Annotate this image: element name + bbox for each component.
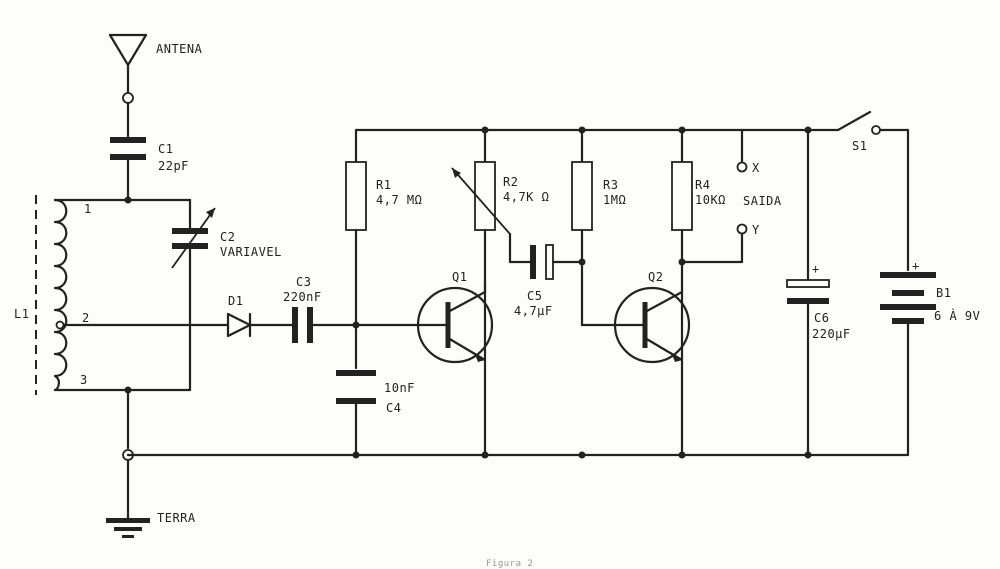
c4-name: C4 bbox=[386, 401, 401, 415]
r3-name: R3 bbox=[603, 178, 618, 192]
c2-name: C2 bbox=[220, 230, 235, 244]
c3-value: 220nF bbox=[283, 290, 322, 304]
ground-rail bbox=[122, 449, 910, 461]
b1-plus: + bbox=[912, 259, 920, 273]
c6-plus: + bbox=[812, 262, 820, 276]
tap-1-label: 1 bbox=[84, 202, 92, 216]
positive-rail bbox=[354, 126, 812, 134]
r1-value: 4,7 MΩ bbox=[376, 193, 422, 207]
output-label: SAIDA bbox=[743, 194, 782, 208]
ground-label: TERRA bbox=[157, 511, 196, 525]
antenna-symbol bbox=[108, 33, 148, 140]
resistor-r1 bbox=[345, 128, 367, 370]
c1-name: C1 bbox=[158, 142, 173, 156]
transistor-q1 bbox=[416, 280, 494, 364]
q1-label: Q1 bbox=[452, 270, 467, 284]
c6-name: C6 bbox=[814, 311, 829, 325]
capacitor-c4 bbox=[336, 370, 376, 457]
r4-name: R4 bbox=[695, 178, 710, 192]
capacitor-c5 bbox=[530, 244, 586, 280]
transistor-q2 bbox=[613, 286, 691, 364]
c6-value: 220μF bbox=[812, 327, 851, 341]
c3-name: C3 bbox=[296, 275, 311, 289]
capacitor-c1 bbox=[110, 137, 146, 202]
c5-name: C5 bbox=[527, 289, 542, 303]
capacitor-c6 bbox=[786, 128, 830, 457]
output-terminal-x bbox=[736, 128, 748, 173]
resistor-r3 bbox=[571, 128, 632, 327]
r2-value: 4,7K Ω bbox=[503, 190, 549, 204]
s1-label: S1 bbox=[852, 139, 867, 153]
c1-value: 22pF bbox=[158, 159, 189, 173]
inductor-l1 bbox=[35, 195, 68, 395]
r1-name: R1 bbox=[376, 178, 391, 192]
tap-2-label: 2 bbox=[82, 311, 90, 325]
switch-s1 bbox=[806, 110, 910, 272]
resistor-r4 bbox=[671, 128, 748, 457]
r4-value: 10KΩ bbox=[695, 193, 726, 207]
resistor-r2 bbox=[451, 128, 532, 457]
b1-name: B1 bbox=[936, 286, 951, 300]
d1-label: D1 bbox=[228, 294, 243, 308]
antenna-label: ANTENA bbox=[156, 42, 203, 56]
terminal-x-label: X bbox=[752, 161, 760, 175]
c5-value: 4,7μF bbox=[514, 304, 553, 318]
q2-label: Q2 bbox=[648, 270, 663, 284]
l1-label: L1 bbox=[14, 307, 29, 321]
c2-value: VARIAVEL bbox=[220, 245, 282, 259]
figure-caption: Figura 2 bbox=[486, 559, 533, 569]
r2-name: R2 bbox=[503, 175, 518, 189]
terminal-y-label: Y bbox=[752, 223, 760, 237]
b1-value: 6 À 9V bbox=[934, 308, 980, 323]
detector-path bbox=[62, 307, 422, 343]
tank-circuit bbox=[53, 196, 216, 450]
c4-value: 10nF bbox=[384, 381, 415, 395]
r3-value: 1MΩ bbox=[603, 193, 626, 207]
tap-3-label: 3 bbox=[80, 373, 88, 387]
ground-symbol bbox=[106, 458, 150, 538]
battery-b1 bbox=[880, 272, 936, 457]
